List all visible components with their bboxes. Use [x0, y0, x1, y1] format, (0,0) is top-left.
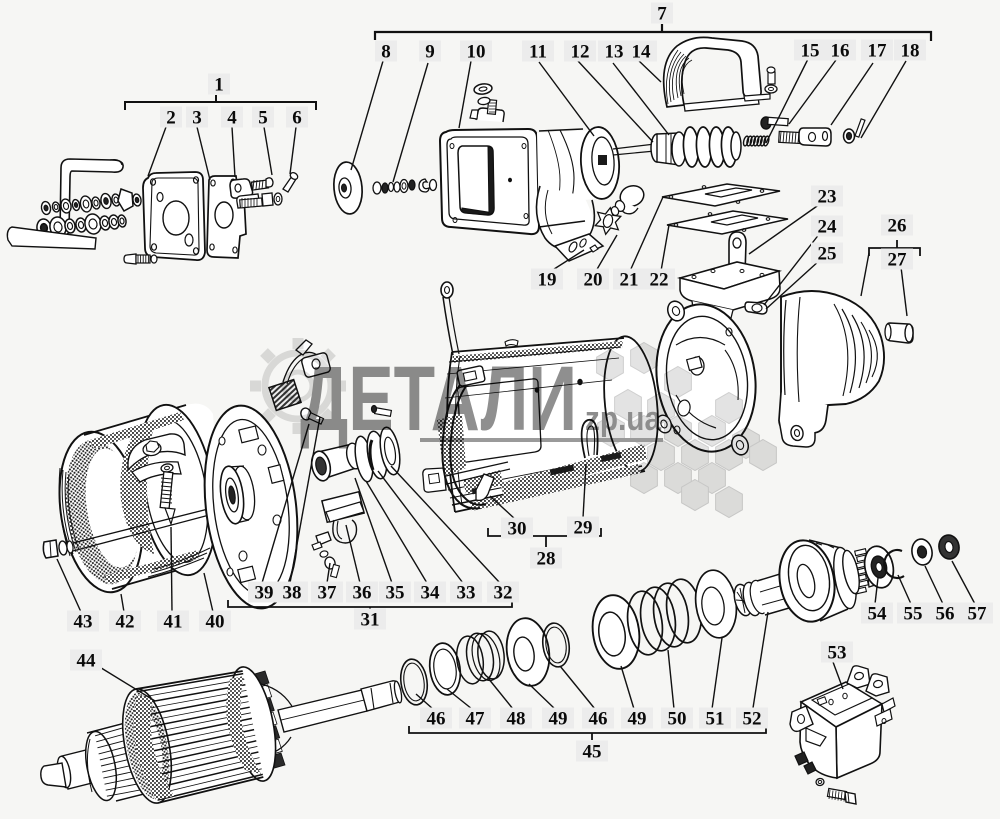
- svg-text:57: 57: [968, 604, 988, 625]
- svg-text:52: 52: [743, 709, 762, 730]
- svg-text:36: 36: [353, 583, 372, 604]
- svg-text:42: 42: [116, 612, 135, 633]
- svg-text:49: 49: [549, 709, 568, 730]
- svg-text:45: 45: [583, 742, 602, 763]
- svg-text:7: 7: [657, 4, 667, 25]
- svg-text:21: 21: [620, 270, 639, 291]
- svg-text:26: 26: [888, 216, 907, 237]
- svg-text:29: 29: [574, 518, 593, 539]
- svg-text:zp.ua: zp.ua: [585, 400, 662, 438]
- svg-text:40: 40: [206, 612, 225, 633]
- svg-text:6: 6: [292, 108, 302, 129]
- svg-text:32: 32: [494, 583, 513, 604]
- svg-text:30: 30: [508, 519, 527, 540]
- svg-text:1: 1: [214, 75, 224, 96]
- svg-text:11: 11: [529, 42, 547, 63]
- svg-text:12: 12: [571, 42, 590, 63]
- svg-text:49: 49: [628, 709, 647, 730]
- svg-text:46: 46: [427, 709, 446, 730]
- svg-text:47: 47: [466, 709, 486, 730]
- svg-text:24: 24: [818, 217, 838, 238]
- svg-text:41: 41: [164, 612, 183, 633]
- svg-text:48: 48: [507, 709, 526, 730]
- svg-text:44: 44: [77, 651, 97, 672]
- svg-text:53: 53: [828, 643, 847, 664]
- svg-text:54: 54: [868, 604, 888, 625]
- svg-text:13: 13: [605, 42, 624, 63]
- svg-text:23: 23: [818, 187, 837, 208]
- svg-text:39: 39: [255, 583, 274, 604]
- svg-text:43: 43: [74, 612, 93, 633]
- svg-text:56: 56: [936, 604, 955, 625]
- svg-text:16: 16: [831, 41, 850, 62]
- svg-text:9: 9: [425, 42, 435, 63]
- svg-text:19: 19: [538, 270, 557, 291]
- svg-text:33: 33: [457, 583, 476, 604]
- svg-text:18: 18: [901, 41, 920, 62]
- svg-text:38: 38: [283, 583, 302, 604]
- svg-text:51: 51: [706, 709, 725, 730]
- svg-text:27: 27: [888, 250, 908, 271]
- svg-text:17: 17: [868, 41, 888, 62]
- svg-text:25: 25: [818, 244, 837, 265]
- svg-text:15: 15: [801, 41, 820, 62]
- svg-text:34: 34: [421, 583, 441, 604]
- svg-text:2: 2: [166, 108, 176, 129]
- svg-text:ДЕТАЛИ: ДЕТАЛИ: [300, 348, 577, 450]
- svg-text:4: 4: [227, 108, 237, 129]
- svg-text:46: 46: [589, 709, 608, 730]
- svg-text:37: 37: [318, 583, 338, 604]
- svg-text:35: 35: [386, 583, 405, 604]
- svg-text:31: 31: [361, 610, 380, 631]
- svg-text:10: 10: [467, 42, 486, 63]
- svg-text:8: 8: [381, 42, 391, 63]
- svg-text:22: 22: [650, 270, 669, 291]
- svg-text:20: 20: [584, 270, 603, 291]
- svg-text:3: 3: [192, 108, 202, 129]
- svg-text:14: 14: [632, 42, 652, 63]
- svg-text:55: 55: [904, 604, 923, 625]
- svg-text:5: 5: [258, 108, 268, 129]
- svg-text:50: 50: [668, 709, 687, 730]
- svg-text:28: 28: [537, 549, 556, 570]
